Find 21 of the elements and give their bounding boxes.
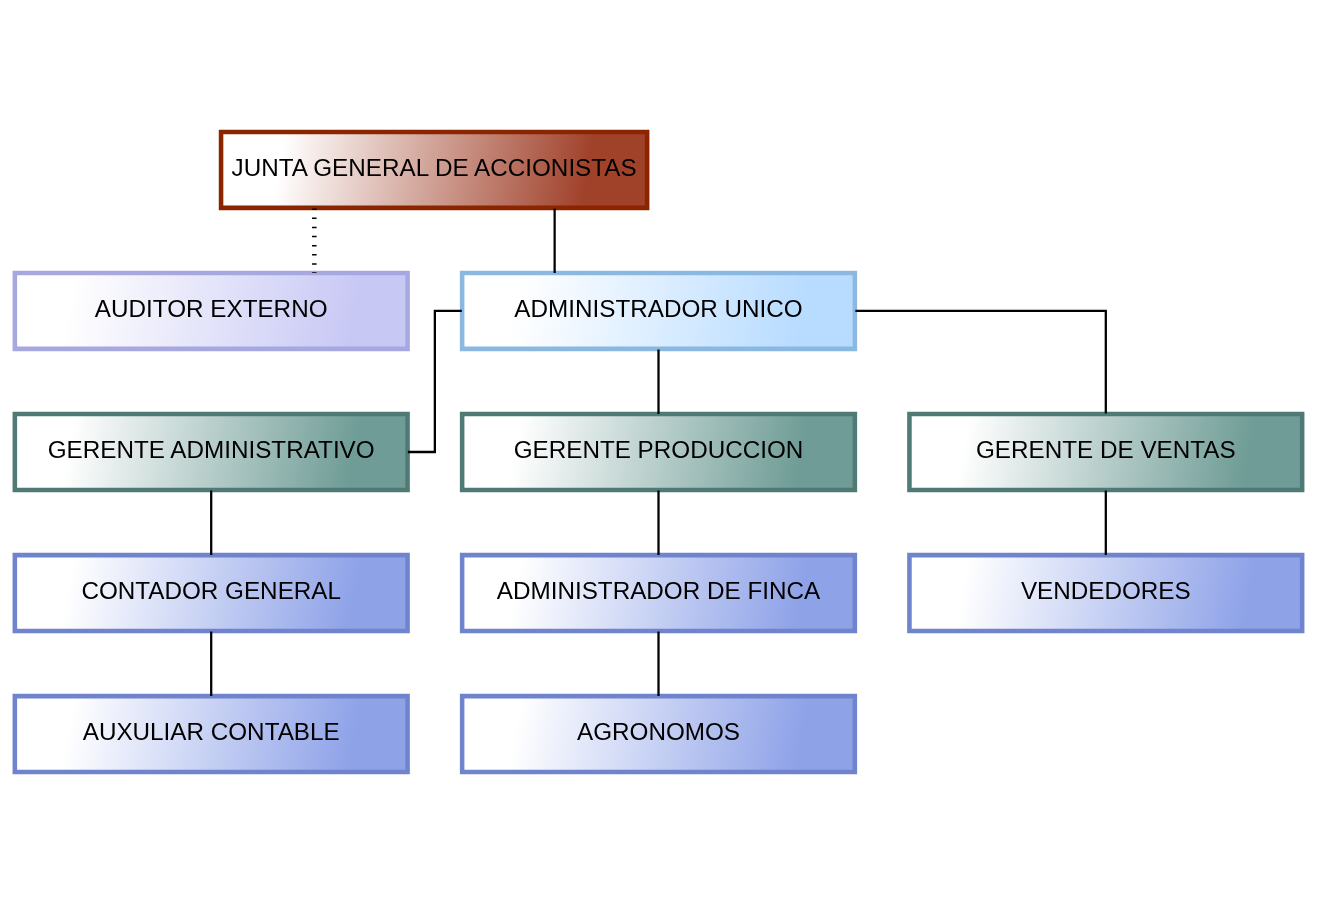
node-box: GERENTE PRODUCCION [459, 411, 858, 492]
node-box: AGRONOMOS [459, 693, 858, 774]
connector [1104, 490, 1107, 555]
node-box: JUNTA GENERAL DE ACCIONISTAS [218, 129, 650, 210]
connector [210, 490, 213, 555]
connector [855, 309, 1107, 413]
node-box: AUXULIAR CONTABLE [12, 693, 410, 774]
node-box: AUDITOR EXTERNO [12, 270, 410, 351]
connector [210, 631, 213, 696]
connector [312, 208, 317, 273]
node-box: VENDEDORES [907, 552, 1305, 633]
node-box: ADMINISTRADOR UNICO [459, 270, 858, 351]
node-box: ADMINISTRADOR DE FINCA [459, 552, 858, 633]
connector [553, 208, 556, 273]
node-box: CONTADOR GENERAL [12, 552, 410, 633]
node-box: GERENTE ADMINISTRATIVO [12, 411, 410, 492]
connector [657, 631, 660, 696]
connector [657, 490, 660, 555]
node-box: GERENTE DE VENTAS [907, 411, 1305, 492]
connector [657, 349, 660, 414]
connector [407, 309, 462, 453]
